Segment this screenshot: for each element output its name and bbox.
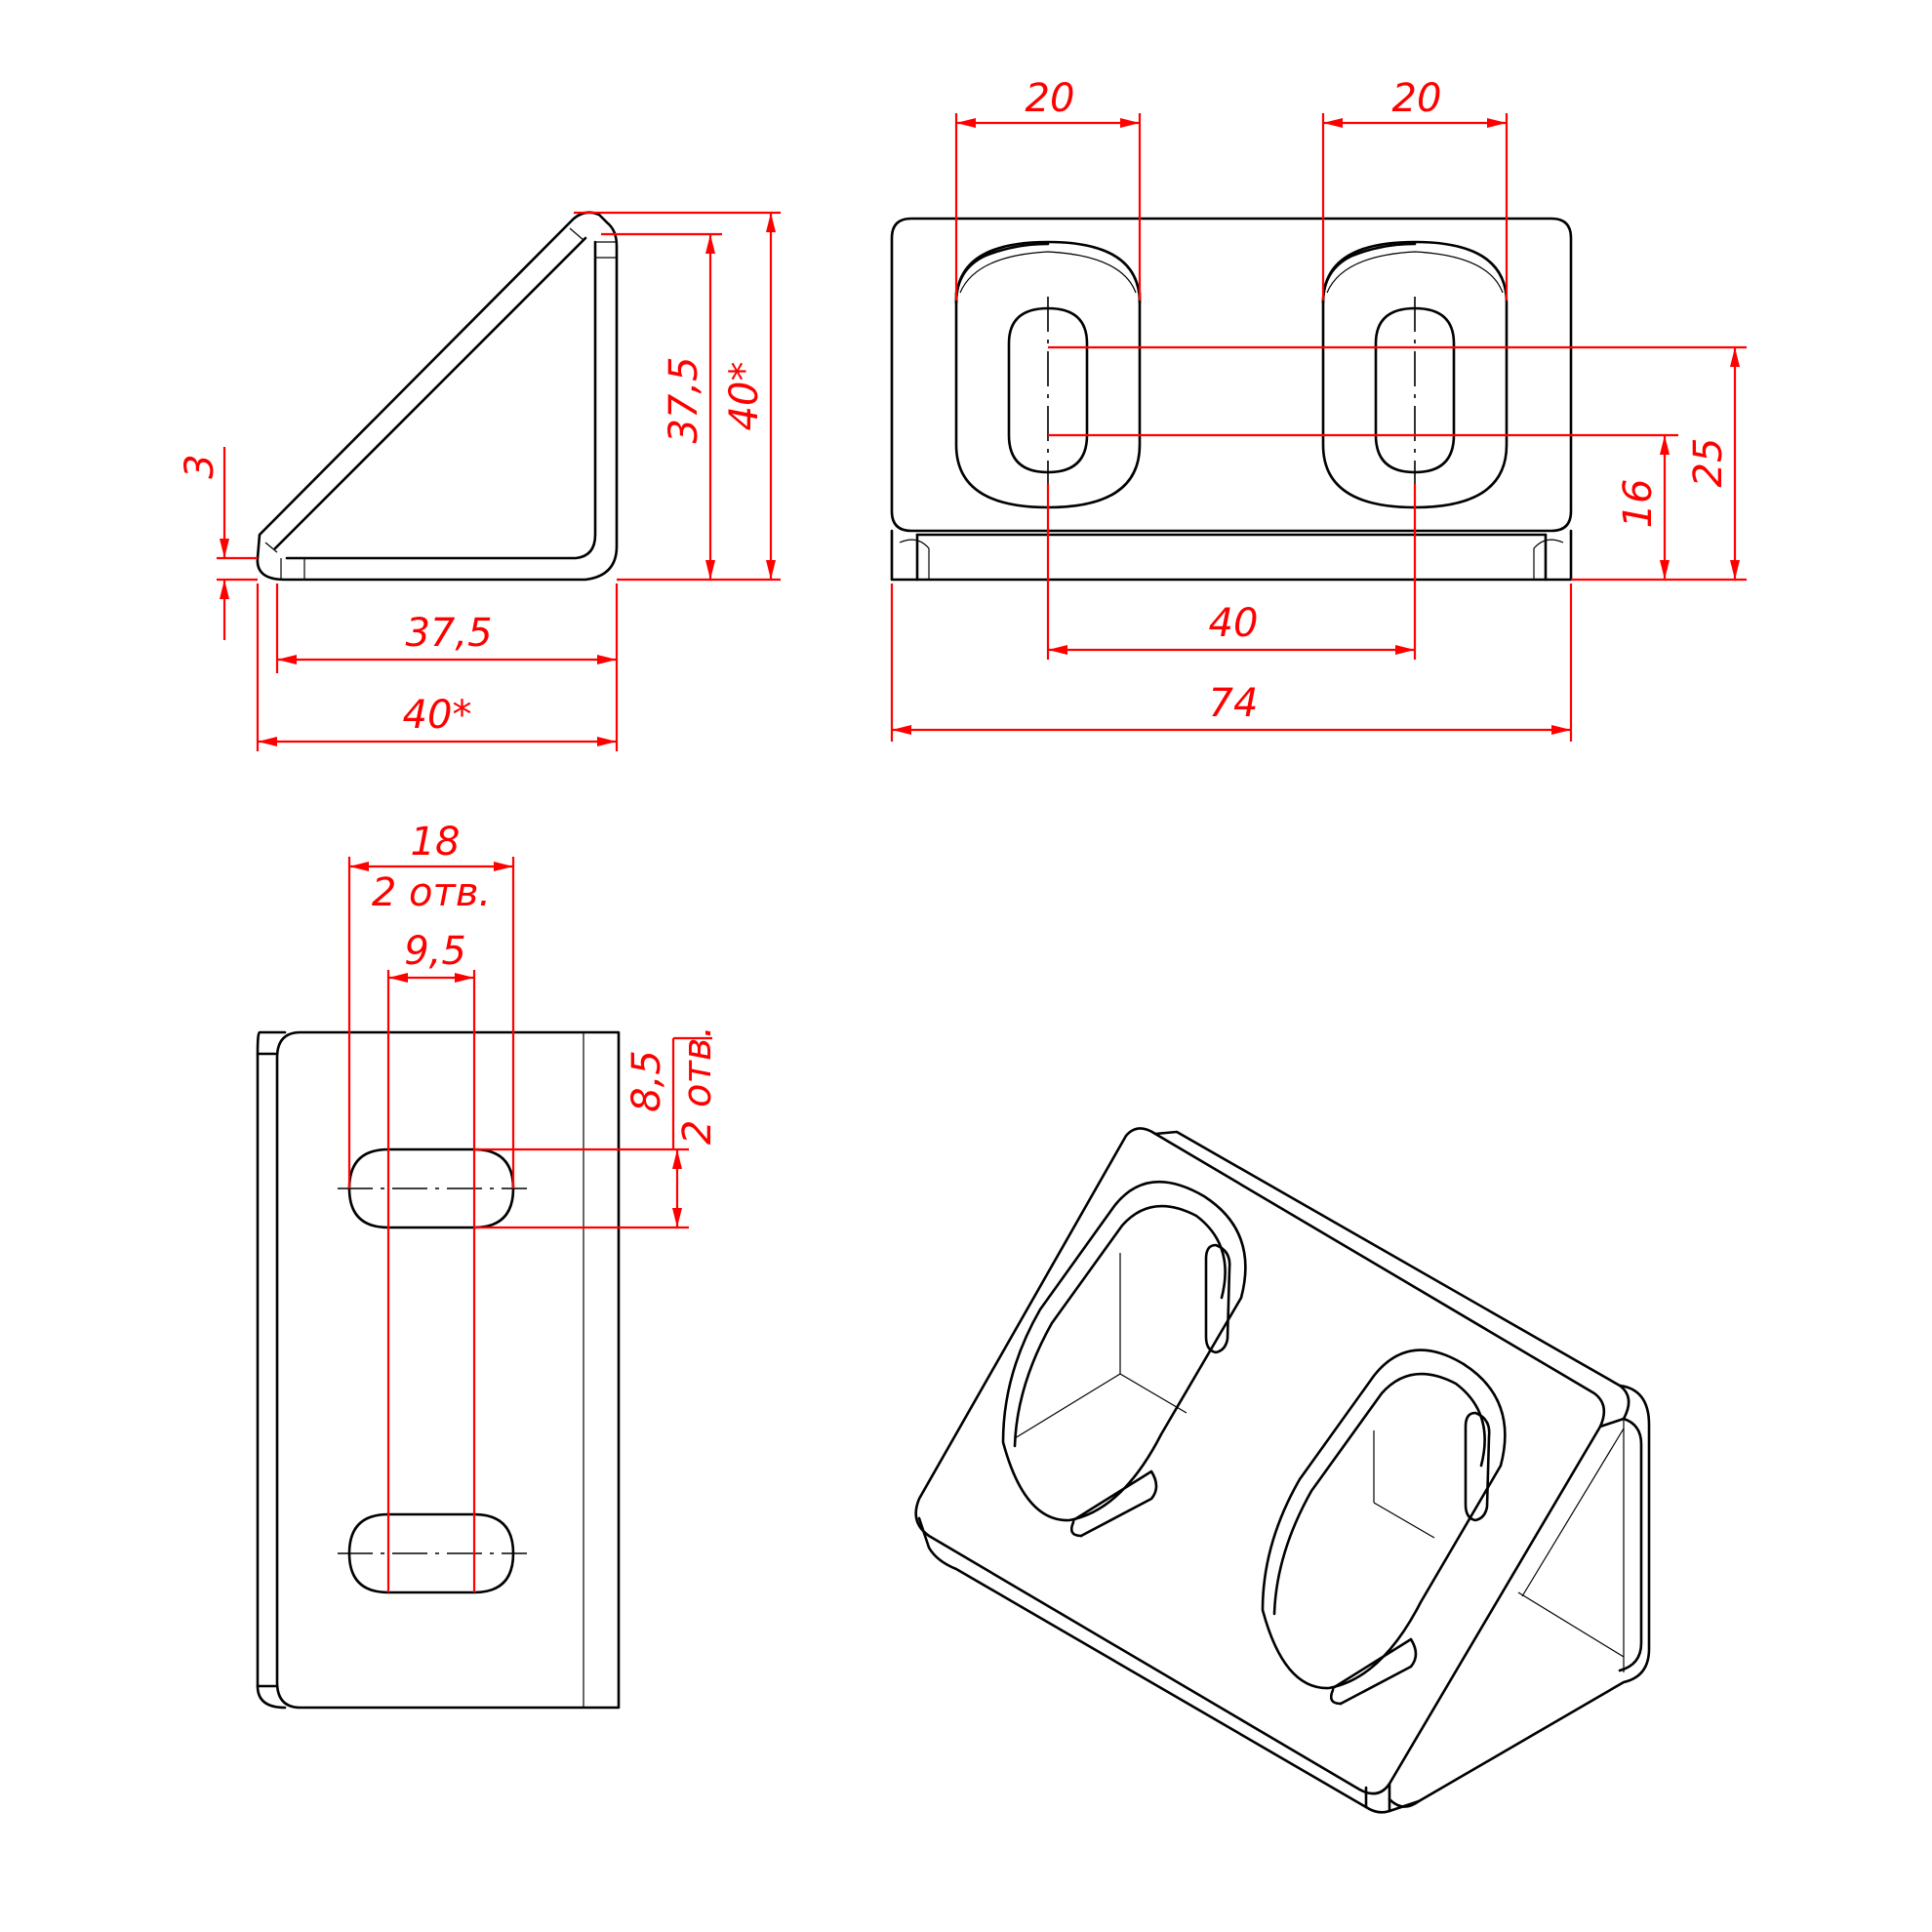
dim-thickness-label: 3 (178, 454, 222, 478)
dim-upper-height-label: 25 (1686, 438, 1731, 488)
side-view (256, 211, 619, 582)
front-view-dimensions: 20 20 16 25 40 74 (890, 76, 1747, 742)
dim-slot-center-height-label: 16 (1616, 479, 1661, 529)
dim-outer-length-label: 40* (403, 693, 472, 738)
dim-inner-height-label: 37,5 (662, 356, 706, 443)
top-view (256, 1030, 621, 1710)
front-view (890, 217, 1573, 582)
dim-right-flange-label: 20 (1392, 76, 1442, 121)
dim-total-width-label: 74 (1209, 681, 1259, 726)
dim-outer-height-label: 40* (722, 362, 767, 431)
dim-inner-length-label: 37,5 (405, 611, 492, 656)
dim-slot-height-note: 2 отв. (675, 1026, 720, 1145)
dim-outer-slot-width-label: 18 (411, 820, 461, 865)
dim-outer-slot-note: 2 отв. (372, 870, 491, 915)
isometric-view (914, 1127, 1651, 1814)
dim-inner-slot-width-label: 9,5 (404, 929, 466, 974)
top-view-dimensions: 18 2 отв. 9,5 8,5 2 отв. (347, 820, 720, 1592)
dim-hole-spacing-label: 40 (1209, 601, 1259, 646)
side-view-dimensions: 3 37,5 40* 37,5 40* (178, 211, 781, 751)
dim-left-flange-label: 20 (1026, 76, 1075, 121)
dim-slot-height-label: 8,5 (624, 1050, 669, 1112)
